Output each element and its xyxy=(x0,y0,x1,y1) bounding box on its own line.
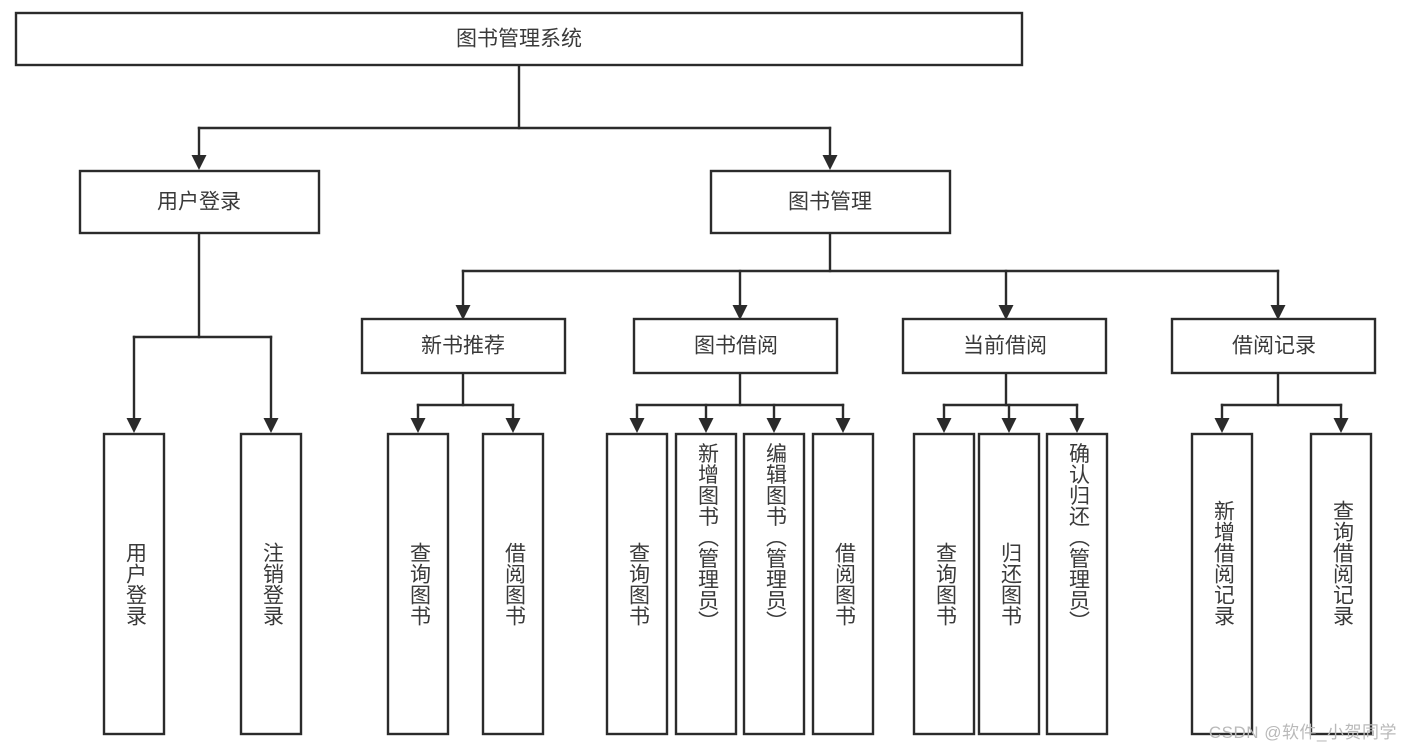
leaf-return-book-label: 归还图书 xyxy=(998,542,1022,626)
leaf-confirm-return-admin-box[interactable] xyxy=(1045,432,1109,736)
leaf-add-book-admin-box[interactable] xyxy=(674,432,738,736)
leaf-newbook-query-book[interactable]: 查询图书 xyxy=(386,432,450,736)
leaf-confirm-return-admin-label: 确认归还（管理员） xyxy=(1066,443,1090,632)
node-borrow-record-label: 借阅记录 xyxy=(1232,335,1316,358)
leaf-borrow-borrow-book-box[interactable] xyxy=(811,432,875,736)
leaf-return-book-box[interactable] xyxy=(977,432,1041,736)
leaf-borrow-query-book[interactable]: 查询图书 xyxy=(605,432,669,736)
leaf-logout-box[interactable] xyxy=(239,432,303,736)
leaf-edit-book-admin[interactable]: 编辑图书（管理员） xyxy=(742,432,806,736)
leaf-add-borrow-record-label: 新增借阅记录 xyxy=(1211,500,1235,626)
node-borrow-record-box[interactable] xyxy=(1170,317,1377,375)
csdn-watermark: CSDN @软件_小贺同学 xyxy=(1208,723,1397,742)
arrow-current-leaf-3 xyxy=(1069,418,1085,433)
leaf-add-borrow-record-box[interactable] xyxy=(1190,432,1254,736)
node-new-book-recommend[interactable]: 新书推荐 xyxy=(360,317,567,375)
node-root-box[interactable] xyxy=(14,11,1024,67)
leaf-edit-book-admin-label: 编辑图书（管理员） xyxy=(763,443,787,632)
leaf-newbook-query-book-box[interactable] xyxy=(386,432,450,736)
leaf-confirm-return-admin[interactable]: 确认归还（管理员） xyxy=(1045,432,1109,736)
arrow-bm-to-record xyxy=(1270,305,1286,320)
leaf-add-borrow-record[interactable]: 新增借阅记录 xyxy=(1190,432,1254,736)
node-book-borrow-box[interactable] xyxy=(632,317,839,375)
leaf-logout-label: 注销登录 xyxy=(260,542,284,626)
arrow-root-to-book-mgmt xyxy=(822,155,838,170)
leaf-borrow-query-book-label: 查询图书 xyxy=(626,542,650,626)
leaf-add-book-admin[interactable]: 新增图书（管理员） xyxy=(674,432,738,736)
arrow-newbook-leaf-2 xyxy=(505,418,521,433)
leaf-borrow-borrow-book[interactable]: 借阅图书 xyxy=(811,432,875,736)
node-book-borrow[interactable]: 图书借阅 xyxy=(632,317,839,375)
node-user-login-box[interactable] xyxy=(78,169,321,235)
leaf-user-login-label: 用户登录 xyxy=(123,542,147,626)
leaf-query-borrow-record[interactable]: 查询借阅记录 xyxy=(1309,432,1373,736)
node-book-management-label: 图书管理 xyxy=(788,191,872,214)
node-book-management[interactable]: 图书管理 xyxy=(709,169,952,235)
leaf-current-query-book[interactable]: 查询图书 xyxy=(912,432,976,736)
node-new-book-recommend-box[interactable] xyxy=(360,317,567,375)
arrow-user-login-leaf-1 xyxy=(126,418,142,433)
arrow-borrow-leaf-1 xyxy=(629,418,645,433)
leaf-query-borrow-record-box[interactable] xyxy=(1309,432,1373,736)
node-current-borrow[interactable]: 当前借阅 xyxy=(901,317,1108,375)
leaf-current-query-book-label: 查询图书 xyxy=(933,542,957,626)
node-user-login-label: 用户登录 xyxy=(157,191,241,214)
arrow-borrow-leaf-3 xyxy=(766,418,782,433)
leaf-user-login-box[interactable] xyxy=(102,432,166,736)
leaf-newbook-borrow-book-box[interactable] xyxy=(481,432,545,736)
leaf-add-book-admin-label: 新增图书（管理员） xyxy=(695,443,719,632)
leaf-user-login[interactable]: 用户登录 xyxy=(102,432,166,736)
connector-layer xyxy=(126,63,1349,433)
node-book-borrow-label: 图书借阅 xyxy=(694,335,778,358)
leaf-borrow-borrow-book-label: 借阅图书 xyxy=(832,542,856,626)
arrow-bm-to-borrow xyxy=(732,305,748,320)
leaf-newbook-borrow-book[interactable]: 借阅图书 xyxy=(481,432,545,736)
node-root-book-management-system[interactable]: 图书管理系统 xyxy=(14,11,1024,67)
arrow-record-leaf-1 xyxy=(1214,418,1230,433)
arrow-borrow-leaf-4 xyxy=(835,418,851,433)
node-current-borrow-label: 当前借阅 xyxy=(963,335,1047,358)
node-current-borrow-box[interactable] xyxy=(901,317,1108,375)
arrow-bm-to-current xyxy=(998,305,1014,320)
arrow-borrow-leaf-2 xyxy=(698,418,714,433)
leaf-logout[interactable]: 注销登录 xyxy=(239,432,303,736)
arrow-user-login-leaf-2 xyxy=(263,418,279,433)
arrow-current-leaf-2 xyxy=(1001,418,1017,433)
leaf-newbook-query-book-label: 查询图书 xyxy=(407,542,431,626)
arrow-current-leaf-1 xyxy=(936,418,952,433)
node-book-management-box[interactable] xyxy=(709,169,952,235)
arrow-root-to-user-login xyxy=(191,155,207,170)
arrow-bm-to-new-book xyxy=(455,305,471,320)
arrow-record-leaf-2 xyxy=(1333,418,1349,433)
node-root-label: 图书管理系统 xyxy=(456,28,582,51)
leaf-return-book[interactable]: 归还图书 xyxy=(977,432,1041,736)
leaf-edit-book-admin-box[interactable] xyxy=(742,432,806,736)
leaf-newbook-borrow-book-label: 借阅图书 xyxy=(502,542,526,626)
arrow-newbook-leaf-1 xyxy=(410,418,426,433)
node-borrow-record[interactable]: 借阅记录 xyxy=(1170,317,1377,375)
leaf-current-query-book-box[interactable] xyxy=(912,432,976,736)
node-new-book-recommend-label: 新书推荐 xyxy=(421,335,505,358)
node-user-login[interactable]: 用户登录 xyxy=(78,169,321,235)
leaf-borrow-query-book-box[interactable] xyxy=(605,432,669,736)
leaf-query-borrow-record-label: 查询借阅记录 xyxy=(1330,500,1354,626)
